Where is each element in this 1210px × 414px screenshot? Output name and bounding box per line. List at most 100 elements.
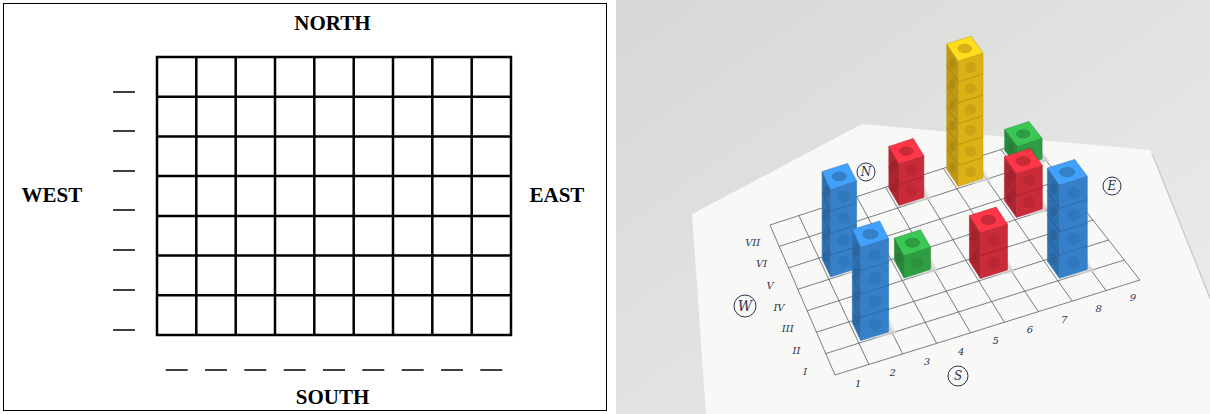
cube-stack [852, 221, 896, 341]
circled-letter: N [856, 162, 876, 182]
cube-hole [1067, 233, 1080, 245]
cube-hole [906, 165, 917, 176]
grid-line [157, 215, 511, 218]
circled-letter: W [733, 294, 757, 318]
cube-joint [958, 95, 983, 103]
circled-letter: S [947, 365, 969, 387]
grid-line [431, 57, 434, 335]
grid-line [157, 135, 511, 138]
cube-hole [868, 319, 881, 331]
cube-top [822, 163, 857, 189]
cube-front [958, 53, 983, 186]
cube-hole [965, 62, 976, 73]
column-label: 3 [924, 357, 930, 367]
cube-hole [891, 181, 897, 191]
answer-blank [113, 170, 135, 172]
grid-border [157, 57, 511, 335]
cube-top-hole [1016, 157, 1030, 166]
cube-hole [911, 257, 923, 269]
cube-hole [1007, 171, 1014, 181]
grid-line [234, 57, 237, 335]
blank-grid [157, 57, 511, 335]
cube-hole [949, 79, 955, 89]
cube-top [889, 138, 924, 163]
cube-front [899, 156, 924, 206]
direction-label: EAST [530, 184, 585, 207]
row-label: V [767, 281, 774, 291]
cube-hole [965, 146, 976, 157]
cube-hole [853, 314, 860, 325]
cube-joint [861, 285, 889, 294]
cube-hole [853, 291, 860, 302]
cube-side [1047, 168, 1059, 278]
cube-joint [1059, 223, 1087, 232]
grid-line [157, 95, 511, 98]
direction-label: WEST [22, 184, 83, 207]
cube-hole [853, 268, 860, 279]
circle-outline [734, 295, 756, 317]
cube-top-hole [905, 238, 920, 247]
compass-letter: N [861, 166, 872, 178]
answer-blank [323, 369, 345, 371]
grid-line [157, 254, 511, 257]
cube-joint [1047, 191, 1059, 208]
column-label: 4 [958, 347, 964, 357]
cube-top [894, 230, 930, 256]
cube-joint [958, 157, 983, 165]
answer-blank [362, 369, 384, 371]
circle-outline [857, 163, 875, 181]
grid-line [157, 294, 511, 297]
cube-top [947, 36, 983, 61]
cube-hole [1067, 256, 1080, 268]
grid-line [352, 57, 355, 335]
cube-front [1059, 176, 1087, 278]
cube-hole [1050, 253, 1057, 264]
answer-blank [113, 91, 135, 93]
cube-hole [1007, 193, 1014, 203]
cube-top-hole [1016, 130, 1030, 138]
cube-hole [891, 161, 897, 171]
cube-hole [949, 121, 955, 131]
cube-hole [965, 104, 976, 115]
row-label: III [782, 324, 794, 334]
answer-blanks [113, 92, 502, 370]
cube-hole [823, 208, 830, 218]
photo-background [616, 0, 1210, 414]
cube-top-hole [981, 215, 996, 224]
cube-joint [958, 137, 983, 145]
answer-blank [113, 329, 135, 331]
answer-blank [441, 369, 463, 371]
cube-hole [838, 256, 850, 267]
cube-hole [853, 244, 860, 255]
cube-joint [1059, 246, 1087, 255]
grid-line [470, 57, 473, 335]
cube-top-hole [899, 147, 913, 155]
cube-hole [1050, 206, 1057, 217]
cube-front [861, 239, 889, 341]
circle-outline [1103, 177, 1121, 195]
cube-joint [861, 262, 889, 271]
answer-blank [480, 369, 502, 371]
cube-joint [1047, 238, 1059, 255]
answer-blank [113, 130, 135, 132]
compass-letter: E [1108, 180, 1117, 192]
cube-top [1004, 148, 1042, 173]
cube-joint [831, 203, 857, 211]
compass-letter: S [954, 370, 962, 382]
answer-blank [244, 369, 266, 371]
cube-hole [1067, 186, 1080, 198]
cube-top-hole [832, 172, 846, 181]
cube-hole [838, 234, 850, 245]
answer-blank [113, 289, 135, 291]
column-label: 2 [889, 368, 895, 378]
grid-line [313, 57, 316, 335]
cube-hole [868, 295, 881, 307]
circle-outline [948, 366, 968, 386]
row-label: II [793, 346, 801, 356]
cube-hole [1023, 175, 1035, 186]
cube-joint [899, 177, 924, 185]
cube-hole [868, 272, 881, 284]
paper-grid-line [857, 197, 937, 344]
grid-line [274, 57, 277, 335]
